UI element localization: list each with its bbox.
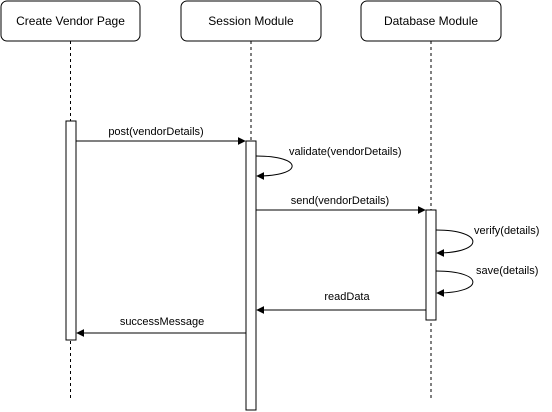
message-label: successMessage: [120, 316, 204, 328]
message-verify-details: verify(details): [435, 225, 539, 257]
message-label: readData: [324, 291, 370, 303]
message-label: post(vendorDetails): [108, 126, 203, 138]
message-arrow: [435, 270, 474, 297]
message-validate-vendor-details: validate(vendorDetails): [255, 146, 402, 180]
participant-create-vendor-page-label: Create Vendor Page: [16, 14, 125, 28]
message-label: verify(details): [474, 225, 539, 237]
activation-database-module: [425, 209, 437, 321]
message-post-vendor-details: post(vendorDetails): [76, 126, 246, 145]
participant-database-module-label: Database Module: [384, 14, 478, 28]
message-send-vendor-details: send(vendorDetails): [256, 195, 426, 214]
message-arrow: [255, 155, 293, 180]
message-label: send(vendorDetails): [291, 195, 389, 207]
message-success-message: successMessage: [76, 316, 246, 337]
message-label: save(details): [476, 265, 538, 277]
participant-session-module[interactable]: Session Module: [180, 0, 322, 42]
activation-create-vendor-page: [65, 120, 77, 341]
participant-database-module[interactable]: Database Module: [360, 0, 502, 42]
message-label: validate(vendorDetails): [289, 146, 402, 158]
message-read-data: readData: [256, 291, 426, 314]
message-save-details: save(details): [435, 265, 538, 297]
activation-session-module: [245, 140, 257, 411]
participant-session-module-label: Session Module: [208, 14, 294, 28]
participant-create-vendor-page[interactable]: Create Vendor Page: [0, 0, 141, 42]
message-arrow: [435, 229, 474, 257]
